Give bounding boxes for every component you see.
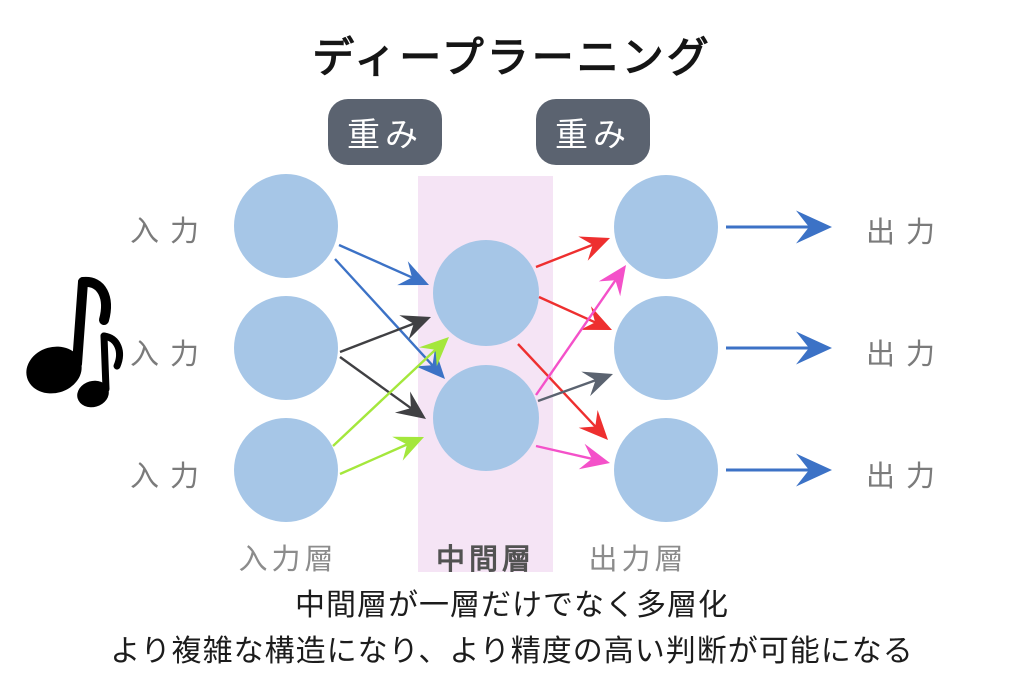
- arrow-input3-hidden2: [339, 436, 424, 476]
- arrow-output3-label: [726, 453, 832, 487]
- layer-label-input: 入力層: [238, 544, 338, 576]
- arrow-hidden1-output3: [517, 343, 608, 440]
- arrow-hidden1-output1: [535, 236, 610, 269]
- layer-label-hidden: 中間層: [435, 544, 535, 576]
- input-node-2: [234, 296, 338, 400]
- input-label-3: 入力: [130, 461, 211, 493]
- input-label-1: 入力: [130, 216, 211, 248]
- output-label-3: 出力: [866, 461, 947, 493]
- output-node-3: [614, 418, 718, 522]
- arrow-output2-label: [726, 331, 832, 365]
- weight-badge-left-label: 重み: [347, 116, 423, 153]
- arrow-input2-hidden1: [339, 315, 431, 354]
- layer-label-output: 出力層: [588, 544, 688, 576]
- input-node-3: [234, 418, 338, 522]
- output-label-2: 出力: [866, 339, 947, 371]
- arrow-input1-hidden2: [334, 258, 445, 379]
- page-title: ディープラーニング: [312, 34, 712, 81]
- weight-badge-right: 重み: [536, 99, 650, 165]
- arrow-output1-label: [726, 210, 832, 244]
- input-node-1: [234, 174, 338, 278]
- arrow-hidden2-output1: [535, 265, 626, 396]
- input-label-2: 入力: [130, 339, 211, 371]
- caption-line-2: より複雑な構造になり、より精度の高い判断が可能になる: [110, 635, 914, 668]
- music-note-icon: [26, 276, 123, 408]
- arrow-hidden1-output2: [538, 295, 612, 330]
- arrow-hidden2-output3: [535, 443, 610, 470]
- arrow-input2-hidden2: [339, 356, 426, 419]
- output-label-1: 出力: [866, 217, 947, 249]
- arrow-input1-hidden1: [338, 243, 429, 286]
- output-node-1: [614, 175, 718, 279]
- arrow-input3-hidden1: [332, 337, 449, 447]
- weight-badge-right-label: 重み: [555, 116, 631, 153]
- hidden-node-2: [433, 365, 539, 471]
- caption-line-1: 中間層が一層だけでなく多層化: [295, 589, 729, 622]
- arrow-hidden2-output2: [537, 371, 613, 403]
- weight-badge-left: 重み: [328, 99, 442, 165]
- output-node-2: [614, 296, 718, 400]
- hidden-node-1: [433, 240, 539, 346]
